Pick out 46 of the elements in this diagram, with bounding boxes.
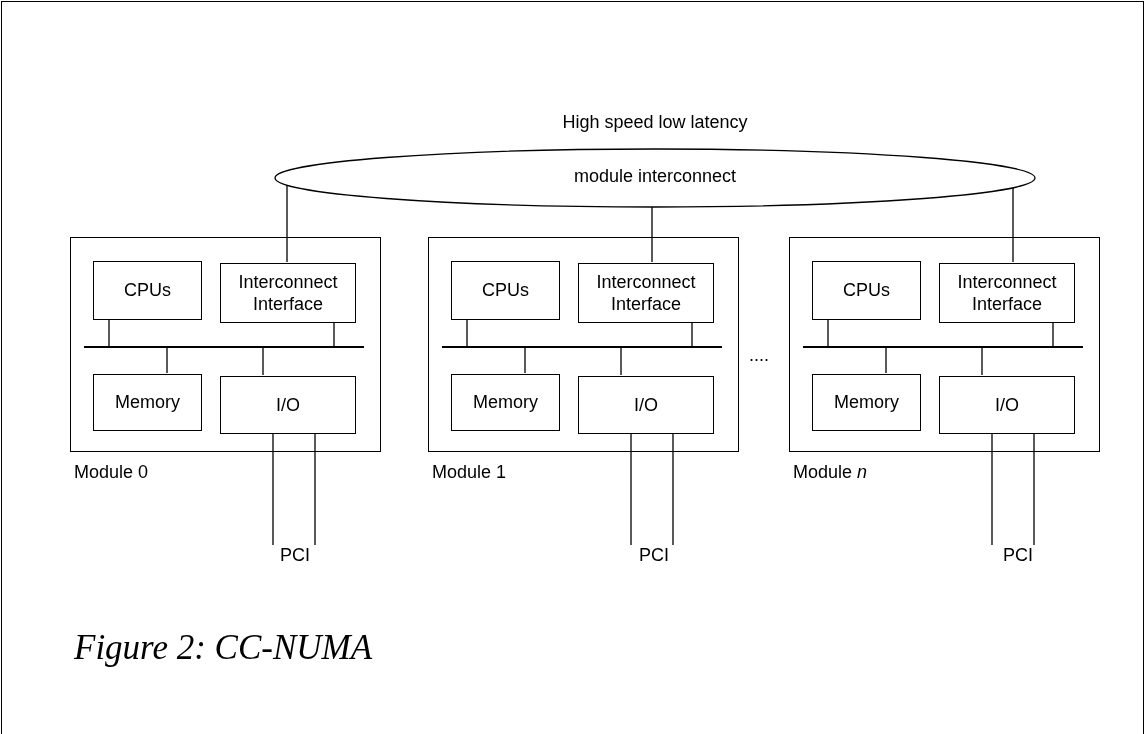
connector-line: [108, 318, 110, 347]
bus-line: [84, 346, 364, 348]
component-box: CPUs: [812, 261, 921, 320]
figure-caption: Figure 2: CC-NUMA: [74, 628, 373, 668]
connector-line: [1033, 432, 1035, 546]
component-box: Interconnect Interface: [578, 263, 714, 323]
connector-line: [672, 432, 674, 546]
connector-line: [314, 432, 316, 546]
component-box: I/O: [220, 376, 356, 434]
connector-line: [272, 432, 274, 546]
module-label: Module n: [793, 461, 868, 484]
component-box: CPUs: [451, 261, 560, 320]
component-box: Memory: [812, 374, 921, 431]
ellipse-label: module interconnect: [573, 166, 737, 187]
connector-line: [991, 432, 993, 546]
component-box: I/O: [578, 376, 714, 434]
connector-line: [885, 345, 887, 374]
connector-line: [1012, 187, 1014, 263]
component-box: Interconnect Interface: [220, 263, 356, 323]
connector-line: [630, 432, 632, 546]
component-box: CPUs: [93, 261, 202, 320]
connector-line: [691, 321, 693, 347]
connector-line: [166, 345, 168, 374]
ellipsis-mark: ....: [749, 345, 769, 366]
connector-line: [651, 206, 653, 263]
bus-line: [803, 346, 1083, 348]
component-box: Memory: [451, 374, 560, 431]
connector-line: [620, 345, 622, 376]
ellipse-heading: High speed low latency: [562, 112, 748, 133]
connector-line: [333, 321, 335, 347]
module-label: Module 0: [74, 461, 149, 484]
bus-label: PCI: [993, 545, 1043, 566]
connector-line: [827, 318, 829, 347]
connector-line: [466, 318, 468, 347]
connector-line: [262, 345, 264, 376]
module-label: Module 1: [432, 461, 507, 484]
connector-line: [286, 184, 288, 263]
connector-line: [1052, 321, 1054, 347]
component-box: Memory: [93, 374, 202, 431]
component-box: Interconnect Interface: [939, 263, 1075, 323]
connector-line: [524, 345, 526, 374]
bus-label: PCI: [270, 545, 320, 566]
connector-line: [981, 345, 983, 376]
component-box: I/O: [939, 376, 1075, 434]
bus-label: PCI: [629, 545, 679, 566]
bus-line: [442, 346, 722, 348]
